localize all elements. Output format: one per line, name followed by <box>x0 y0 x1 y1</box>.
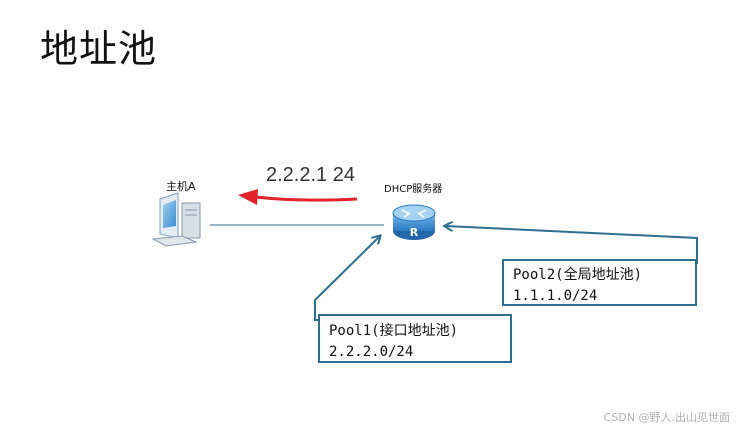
host-label: 主机A <box>166 180 196 193</box>
assigned-ip-label: 2.2.2.1 24 <box>266 164 355 186</box>
pool2-name: Pool2(全局地址池) <box>513 267 643 283</box>
page-title: 地址池 <box>40 27 158 71</box>
pool1-connector <box>314 236 380 321</box>
pool1-subnet: 2.2.2.0/24 <box>329 344 414 360</box>
pool1-box: Pool1(接口地址池) 2.2.2.0/24 <box>318 314 512 363</box>
pool1-name: Pool1(接口地址池) <box>329 323 459 339</box>
server-label: DHCP服务器 <box>384 184 443 195</box>
watermark: CSDN @野人.出山见世面 <box>603 411 730 424</box>
pool2-subnet: 1.1.1.0/24 <box>513 288 598 304</box>
pool2-box: Pool2(全局地址池) 1.1.1.0/24 <box>502 259 697 306</box>
ip-assignment-arrow <box>238 189 358 205</box>
pool2-connector <box>445 226 698 264</box>
computer-icon <box>151 192 201 247</box>
router-glyph: R <box>410 226 419 239</box>
router-icon: R <box>392 204 436 240</box>
